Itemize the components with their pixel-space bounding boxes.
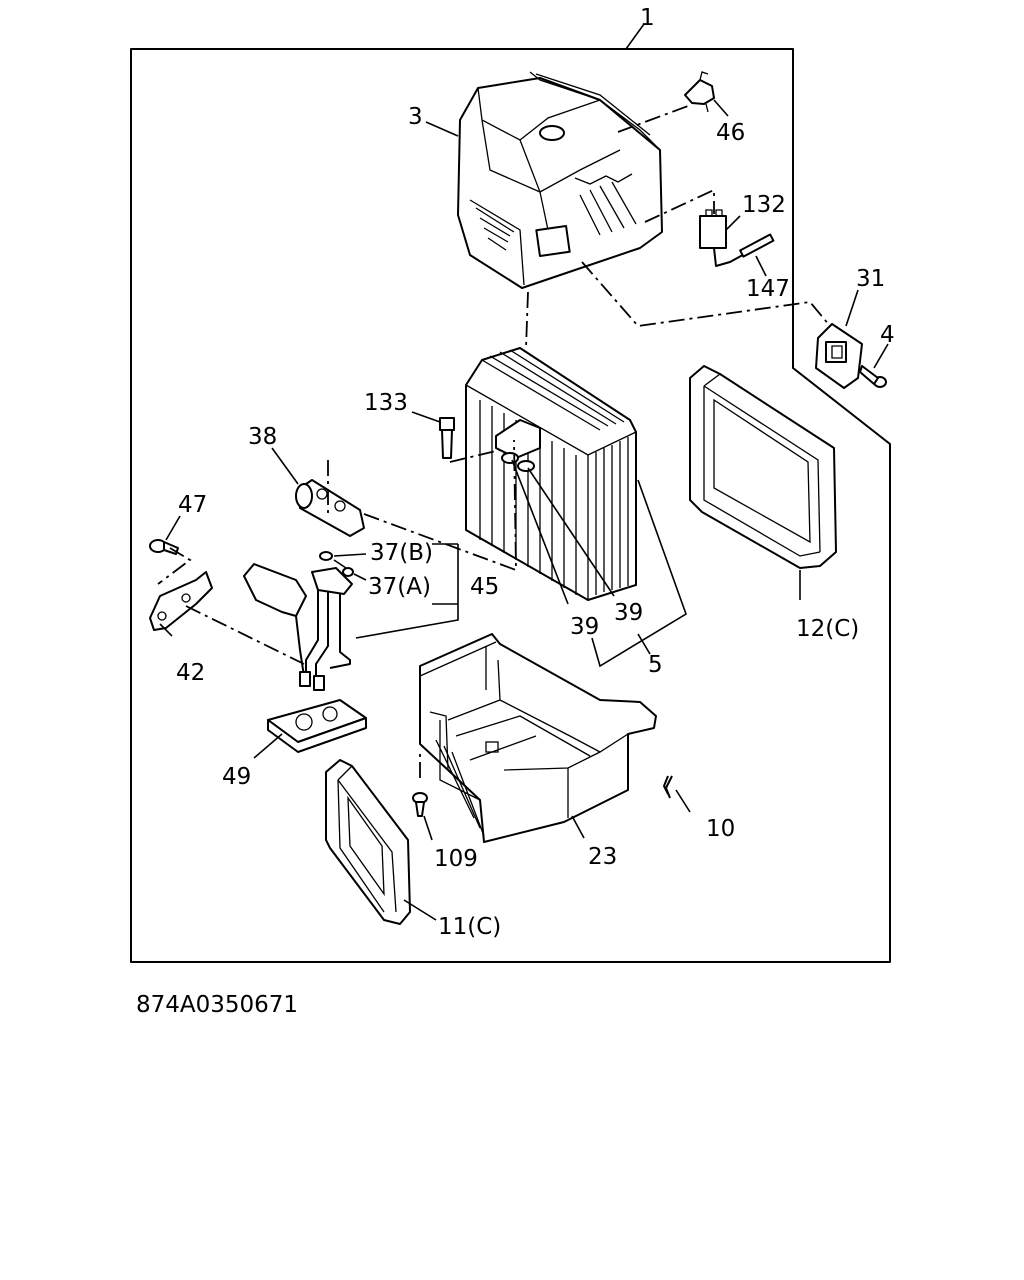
callout-31: 31 xyxy=(856,266,885,292)
callout-47: 47 xyxy=(178,492,207,518)
callout-3: 3 xyxy=(408,104,423,130)
callout-1: 1 xyxy=(640,5,655,31)
callout-45: 45 xyxy=(470,574,499,600)
callout-147: 147 xyxy=(746,276,790,302)
callout-23: 23 xyxy=(588,844,617,870)
bolt-47-part xyxy=(149,539,179,555)
leader-line xyxy=(403,899,437,921)
leader-line xyxy=(873,343,889,369)
leader-line xyxy=(637,633,651,655)
callout-39-right: 39 xyxy=(614,600,643,626)
leader-line xyxy=(333,559,347,569)
callout-39-left: 39 xyxy=(570,614,599,640)
leader-line xyxy=(511,459,569,605)
alignment-line xyxy=(644,188,715,223)
leader-line xyxy=(675,789,691,813)
evaporator-core-part xyxy=(465,347,637,601)
alignment-line xyxy=(581,261,831,327)
resistor-31-part xyxy=(815,323,863,389)
leader-line xyxy=(355,544,459,639)
leader-line xyxy=(165,515,181,541)
callout-38: 38 xyxy=(248,424,277,450)
callout-37b: 37(B) xyxy=(370,540,433,566)
pad-49-part xyxy=(267,699,367,753)
callout-46: 46 xyxy=(716,120,745,146)
assembly-frame xyxy=(130,48,891,963)
leader-line xyxy=(713,99,729,117)
pipe-45-part xyxy=(243,563,353,691)
callout-49: 49 xyxy=(222,764,251,790)
leader-line xyxy=(253,733,283,759)
screw-4-part xyxy=(859,365,887,388)
blower-case-part xyxy=(457,71,663,289)
leader-line xyxy=(425,121,459,137)
callout-42: 42 xyxy=(176,660,205,686)
leader-line xyxy=(423,815,433,841)
alignment-line xyxy=(525,291,529,349)
diagram-code: 874A0350671 xyxy=(136,992,298,1018)
lower-case-23-part xyxy=(419,633,657,843)
leader-line xyxy=(755,255,767,277)
harness-147-part xyxy=(713,233,775,267)
leader-line xyxy=(333,553,367,557)
leader-line xyxy=(725,215,741,231)
leader-line xyxy=(527,467,615,597)
leader-line xyxy=(625,23,645,50)
bracket-42-part xyxy=(149,571,213,631)
callout-4: 4 xyxy=(880,322,895,348)
callout-37a: 37(A) xyxy=(368,574,431,600)
seal-11c-part xyxy=(325,759,411,925)
leader-line xyxy=(271,447,299,485)
alignment-line xyxy=(157,547,192,585)
clip-10-part xyxy=(663,775,673,799)
leader-line xyxy=(591,479,687,668)
callout-12c: 12(C) xyxy=(796,616,859,642)
alignment-line xyxy=(449,449,501,463)
o-ring-37b-part xyxy=(319,551,333,561)
leader-line xyxy=(845,289,859,327)
leader-line xyxy=(411,411,441,423)
alignment-line xyxy=(617,105,689,133)
callout-133: 133 xyxy=(364,390,408,416)
leader-line xyxy=(353,573,367,581)
callout-109: 109 xyxy=(434,846,478,872)
screw-133-part xyxy=(439,417,455,459)
callout-11c: 11(C) xyxy=(438,914,501,940)
connector-46-part xyxy=(684,71,715,113)
alignment-line xyxy=(185,605,305,665)
screw-109-part xyxy=(412,792,428,817)
callout-132: 132 xyxy=(742,192,786,218)
o-ring-37a-part xyxy=(342,567,354,577)
relay-132-part xyxy=(699,209,727,249)
leader-line xyxy=(159,623,173,637)
callout-5: 5 xyxy=(648,652,663,678)
callout-10: 10 xyxy=(706,816,735,842)
leader-line xyxy=(571,815,585,839)
expansion-valve-38-part xyxy=(295,479,365,537)
seal-12c-part xyxy=(689,365,837,569)
